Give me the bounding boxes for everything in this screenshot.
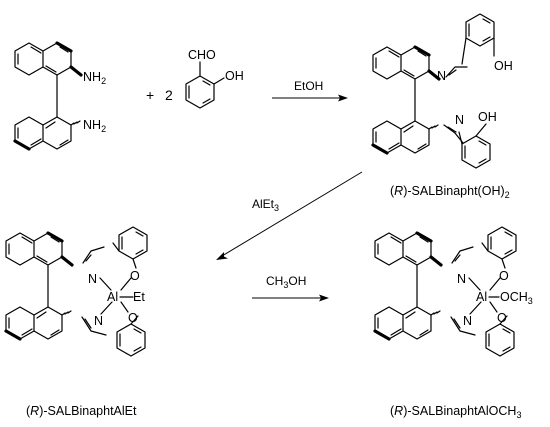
reaction-arrow-2 (221, 171, 363, 257)
product3-caption: (R)-SALBinaphtAlOCH3 (390, 404, 521, 420)
product1-oh-upper: OH (494, 59, 513, 73)
product-salbinapht-oh2 (371, 45, 468, 155)
arrowhead-3 (319, 294, 329, 302)
arrowhead-1 (338, 94, 348, 102)
product3-o-lower: O (497, 311, 507, 325)
product3-och3: OCH3 (500, 290, 533, 306)
product3-upper-phenol (481, 226, 517, 269)
product2-upper-phenol (112, 226, 148, 269)
product2-o-lower: O (128, 311, 138, 325)
product2-n-lower: N (94, 314, 103, 328)
cho-label: CHO (188, 48, 216, 62)
product1-oh-lower: OH (478, 110, 497, 124)
product3-al-bonds (468, 277, 501, 315)
nh2-lower-label: NH2 (83, 118, 106, 134)
product2-et: Et (133, 290, 145, 304)
product-salbinaphtaloch3 (373, 231, 476, 341)
product2-caption: (R)-SALBinaphtAlEt (26, 404, 137, 418)
salicylaldehyde-structure (185, 61, 225, 109)
product2-lower-phenol (116, 315, 146, 357)
product2-n-upper: N (88, 272, 97, 286)
nh2-upper-label: NH2 (83, 70, 106, 86)
product1-caption: (R)-SALBinapht(OH)2 (390, 184, 510, 200)
product2-al: Al (107, 290, 118, 304)
product3-o-upper: O (499, 269, 509, 283)
reagent-alet3: AlEt3 (252, 197, 279, 213)
reagent-etoh: EtOH (294, 79, 323, 93)
product1-n-upper: N (437, 69, 446, 83)
oh-label-aldehyde: OH (225, 69, 244, 83)
reagent-ch3oh: CH3OH (266, 274, 306, 290)
product1-lower-phenol (458, 123, 491, 169)
product-salbinaphtalet (4, 231, 107, 341)
arrowhead-2 (216, 252, 228, 260)
plus-sign: + (146, 87, 154, 103)
product1-upper-phenol (461, 13, 495, 65)
product3-lower-phenol (485, 315, 515, 357)
product3-n-upper: N (457, 272, 466, 286)
product3-n-lower: N (463, 314, 472, 328)
product2-o-upper: O (130, 269, 140, 283)
diamine-structure (13, 41, 83, 151)
product3-al: Al (476, 290, 487, 304)
product2-al-bonds (99, 277, 132, 315)
product1-n-lower: N (455, 113, 464, 127)
coefficient: 2 (165, 87, 173, 103)
